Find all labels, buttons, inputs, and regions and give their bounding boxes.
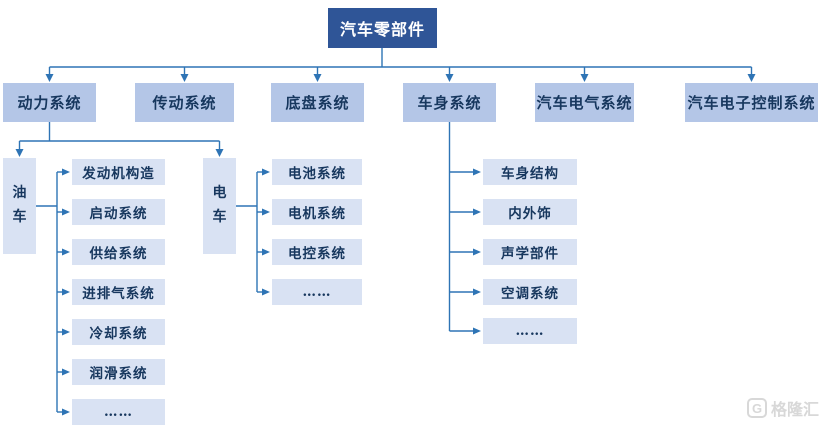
- node-motor-system: 电机系统: [272, 199, 362, 225]
- node-supply-system: 供给系统: [72, 239, 165, 265]
- node-body-structure: 车身结构: [483, 159, 577, 185]
- level2-drop-arrows: [45, 67, 756, 82]
- fuel-spine-connectors: [36, 168, 70, 416]
- node-power-system: 动力系统: [3, 83, 96, 122]
- gelonghui-watermark: G 格隆汇: [747, 396, 819, 420]
- node-transmission-system: 传动系统: [135, 83, 234, 122]
- body-spine-connectors: [448, 122, 481, 335]
- node-body-ellipsis: ……: [483, 318, 577, 344]
- gelonghui-watermark-text: 格隆汇: [771, 402, 820, 419]
- node-engine-structure: 发动机构造: [72, 159, 165, 185]
- node-electrical-system: 汽车电气系统: [535, 83, 634, 122]
- node-intake-exhaust-system: 进排气系统: [72, 279, 165, 305]
- node-body-system: 车身系统: [403, 83, 496, 122]
- gelonghui-logo-icon: G: [747, 398, 767, 418]
- node-auto-parts-root: 汽车零部件: [328, 8, 437, 48]
- node-chassis-system: 底盘系统: [271, 83, 364, 122]
- node-lubrication-system: 润滑系统: [72, 359, 165, 385]
- electric-vehicle-label: 电车: [212, 185, 227, 225]
- node-electronic-control-system: 汽车电子控制系统: [685, 83, 818, 122]
- node-starting-system: 启动系统: [72, 199, 165, 225]
- node-fuel-ellipsis: ……: [72, 399, 165, 425]
- node-fuel-vehicle: 油车: [3, 158, 36, 254]
- electric-spine-connectors: [236, 168, 270, 296]
- node-acoustic-parts: 声学部件: [483, 239, 577, 265]
- node-ac-system: 空调系统: [483, 279, 577, 305]
- node-cooling-system: 冷却系统: [72, 319, 165, 345]
- power-split-connectors: [15, 122, 224, 157]
- node-electronic-control-subsystem: 电控系统: [272, 239, 362, 265]
- node-electric-ellipsis: ……: [272, 279, 362, 305]
- node-battery-system: 电池系统: [272, 159, 362, 185]
- node-electric-vehicle: 电车: [203, 158, 236, 254]
- fuel-vehicle-label: 油车: [12, 185, 27, 225]
- node-interior-exterior-trim: 内外饰: [483, 199, 577, 225]
